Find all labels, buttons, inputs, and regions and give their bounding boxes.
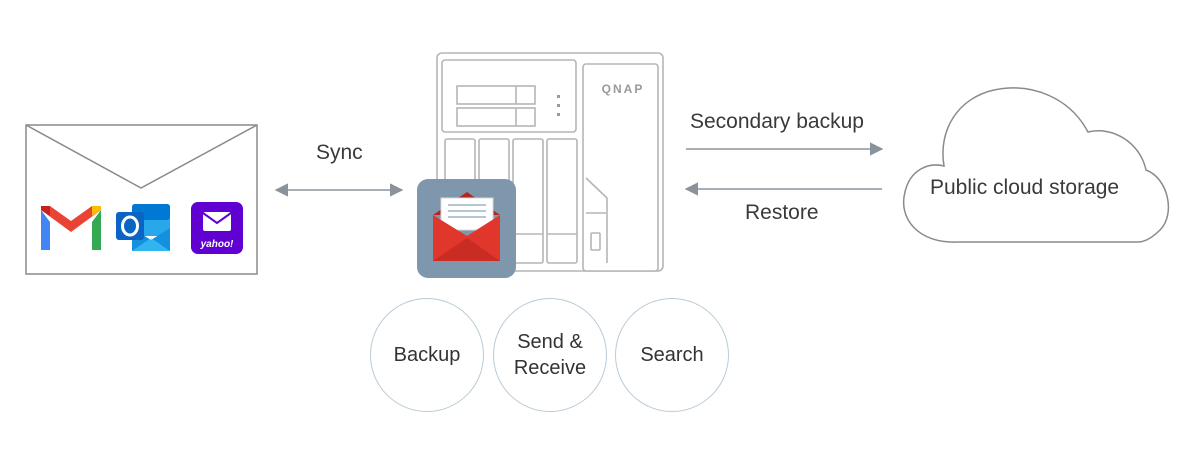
outlook-icon [116, 204, 170, 251]
backup-label: Backup [393, 344, 461, 366]
yahoo-mail-icon: yahoo! [191, 202, 243, 254]
cloud-label: Public cloud storage [930, 176, 1120, 199]
nas-device-icon [436, 52, 664, 272]
secondary-backup-label: Secondary backup [690, 110, 864, 133]
search-feature-circle: Search [615, 298, 729, 412]
search-label: Search [640, 344, 704, 366]
gmail-icon [41, 206, 101, 250]
send-receive-feature-circle: Send & Receive [493, 298, 607, 412]
nas-brand-logo: QNAP [602, 82, 645, 96]
cloud-icon [902, 87, 1170, 243]
send-label: Send & [517, 331, 583, 353]
backup-feature-circle: Backup [370, 298, 484, 412]
restore-label: Restore [745, 201, 819, 224]
yahoo-wordmark: yahoo! [200, 239, 234, 250]
sync-label: Sync [316, 141, 363, 164]
receive-label: Receive [513, 357, 587, 379]
nas-status-dots [557, 95, 560, 116]
mail-app-icon [417, 179, 516, 278]
